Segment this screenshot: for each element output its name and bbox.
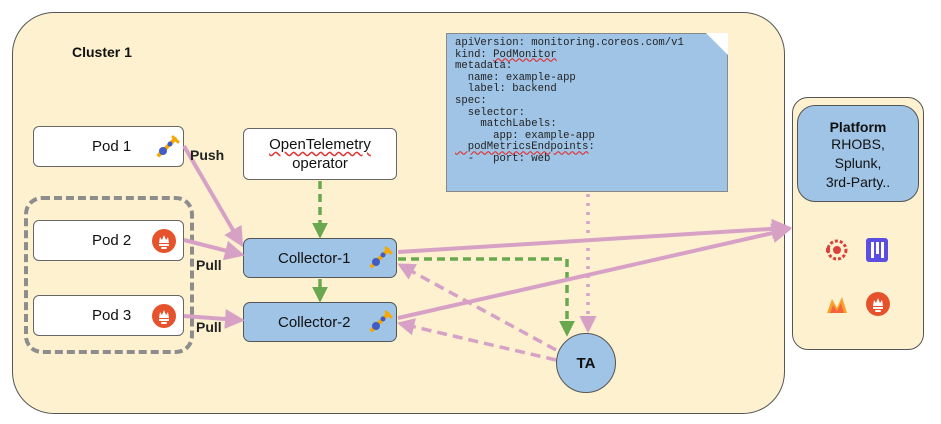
yaml-line: app: example-app bbox=[455, 129, 595, 142]
pod-label: Pod 3 bbox=[92, 307, 132, 324]
opentelemetry-icon bbox=[366, 244, 394, 272]
opentelemetry-icon bbox=[366, 308, 394, 336]
edge-pod2-to-collector1 bbox=[183, 238, 245, 261]
pod-2-node[interactable]: Pod 2 bbox=[33, 220, 184, 261]
prometheus-icon bbox=[150, 302, 178, 330]
yaml-line: label: backend bbox=[455, 83, 557, 96]
opentelemetry-icon bbox=[153, 133, 181, 161]
prometheus-icon bbox=[150, 227, 178, 255]
platform-line: 3rd-Party.. bbox=[825, 174, 891, 190]
yaml-code: apiVersion: monitoring.coreos.com/v1 kin… bbox=[447, 34, 727, 170]
splunk-logo-icon bbox=[864, 236, 890, 264]
yaml-line: spec: bbox=[455, 94, 487, 107]
collector-label: Collector-1 bbox=[278, 249, 351, 267]
podmonitor-yaml-note: apiVersion: monitoring.coreos.com/v1 kin… bbox=[446, 33, 728, 192]
pod-3-node[interactable]: Pod 3 bbox=[33, 295, 184, 336]
yaml-line: name: example-app bbox=[455, 71, 576, 84]
collector-label: Collector-2 bbox=[278, 313, 351, 331]
edge-collector1-to-platform bbox=[397, 218, 792, 254]
yaml-line: apiVersion: monitoring.coreos.com/v1 bbox=[455, 37, 684, 49]
yaml-line-suffix: : bbox=[588, 141, 595, 154]
platform-node[interactable]: Platform RHOBS, Splunk, 3rd-Party.. bbox=[797, 105, 919, 202]
yaml-line: metadata: bbox=[455, 60, 513, 73]
platform-line: Splunk, bbox=[834, 155, 882, 171]
yaml-line: - port: web bbox=[455, 152, 551, 165]
opentelemetry-operator-node[interactable]: OpenTelemetry operator bbox=[243, 128, 397, 180]
edge-collector2-to-platform bbox=[397, 223, 792, 320]
operator-label-line2: operator bbox=[292, 155, 348, 172]
platform-title: Platform bbox=[829, 119, 887, 135]
pod-label: Pod 2 bbox=[92, 232, 132, 249]
prometheus-pods-group bbox=[24, 196, 194, 354]
edge-ta-to-collector2 bbox=[396, 318, 557, 362]
cluster-title: Cluster 1 bbox=[72, 44, 132, 60]
yaml-kind-value: PodMonitor bbox=[493, 48, 557, 61]
note-folded-corner bbox=[706, 33, 728, 55]
yaml-line: podMetricsEndpoints bbox=[455, 141, 589, 154]
target-allocator-node[interactable]: TA bbox=[556, 333, 616, 393]
pod-1-node[interactable]: Pod 1 bbox=[33, 126, 184, 167]
yaml-line: kind: bbox=[455, 48, 494, 61]
edge-label-pull: Pull bbox=[196, 319, 222, 335]
yaml-line: matchLabels: bbox=[455, 118, 557, 131]
edge-pod1-to-collector1 bbox=[182, 144, 244, 248]
edge-label-push: Push bbox=[190, 147, 225, 163]
platform-line: RHOBS, bbox=[831, 136, 885, 152]
prometheus-icon bbox=[864, 290, 892, 318]
grafana-logo-icon bbox=[824, 291, 850, 317]
edge-pod3-to-collector2 bbox=[183, 309, 245, 329]
edge-collector1-to-ta bbox=[398, 257, 575, 337]
rhobs-logo-icon bbox=[824, 237, 850, 263]
operator-label-line1: OpenTelemetry bbox=[269, 136, 371, 153]
pod-label: Pod 1 bbox=[92, 138, 132, 155]
yaml-line: selector: bbox=[455, 106, 525, 119]
edge-ta-to-collector1 bbox=[397, 263, 557, 352]
edge-label-pull: Pull bbox=[196, 257, 222, 273]
